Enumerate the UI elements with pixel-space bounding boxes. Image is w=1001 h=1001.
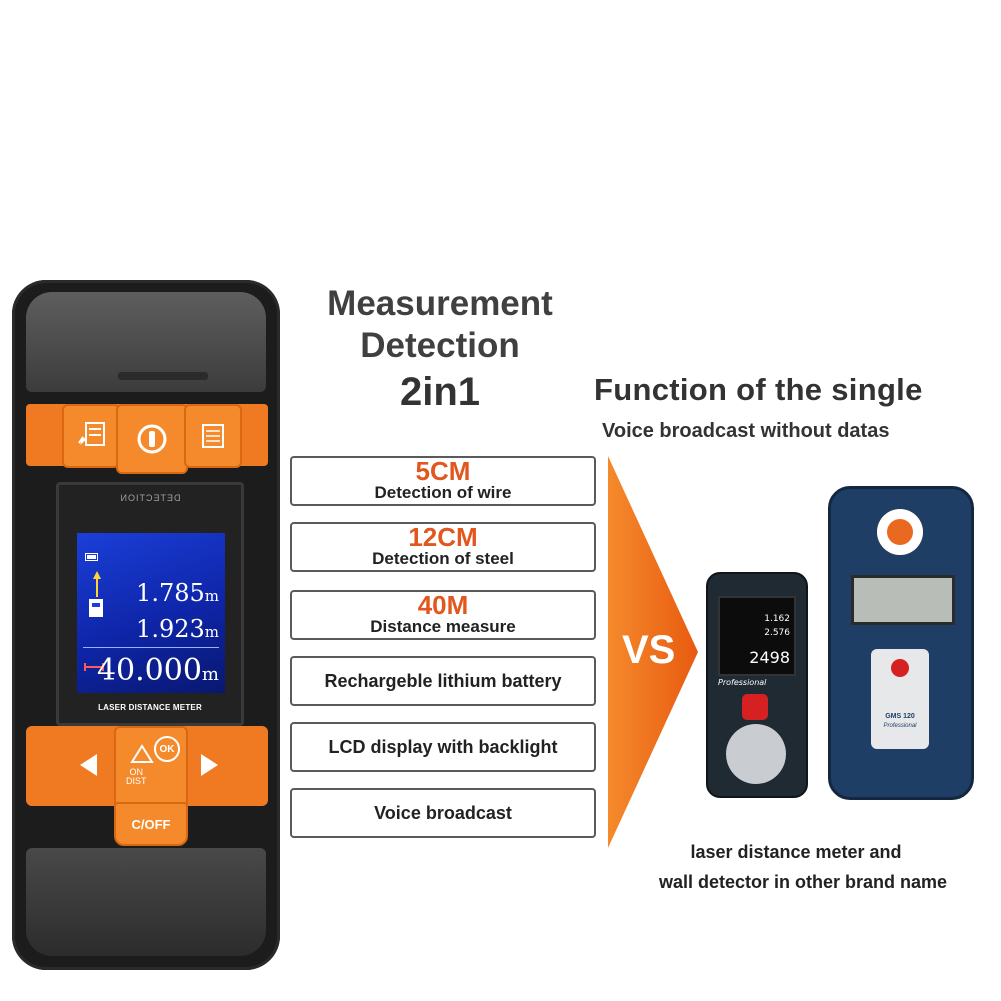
detector-button-panel: GMS 120 Professional [871, 649, 929, 749]
feature-value: 5CM [415, 456, 471, 486]
left-arrow-button[interactable] [62, 732, 114, 798]
reading-2: 1.923m [136, 615, 219, 643]
other-laser-meter-image: 1.162 2.576 2498 Professional [706, 572, 808, 798]
stud-detect-icon [202, 424, 224, 448]
feature-label: Detection of steel [372, 549, 514, 568]
feature-label: Voice broadcast [374, 802, 512, 823]
feature-steel: 12CM Detection of steel [290, 522, 596, 572]
other-reading-3: 2498 [749, 648, 790, 667]
detector-model: GMS 120 [885, 713, 915, 720]
triangle-distance-icon [130, 744, 154, 763]
lcd-caption: LASER DISTANCE METER [98, 703, 202, 712]
feature-voice: Voice broadcast [290, 788, 596, 838]
feature-label: LCD display with backlight [328, 736, 558, 757]
other-meter-measure-button [742, 694, 768, 720]
display-mirrored-label: DETECTION [119, 493, 181, 503]
headline-line-2: Detection [360, 326, 520, 365]
right-arrow-button[interactable] [184, 732, 236, 798]
c-off-button[interactable]: C/OFF [114, 802, 188, 846]
laser-target-icon [89, 571, 103, 617]
detector-brand: Professional [883, 723, 917, 729]
battery-icon [85, 553, 98, 561]
wire-detect-icon [78, 422, 105, 446]
left-arrow-icon [80, 754, 97, 776]
comparison-caption-1: laser distance meter and [690, 842, 902, 862]
detector-screen [851, 575, 955, 625]
wire-mode-button[interactable] [62, 404, 120, 468]
feature-label: Rechargeble lithium battery [324, 670, 562, 691]
comparison-subtitle: Voice broadcast without datas [602, 420, 890, 442]
vs-arrow-shape [608, 456, 698, 848]
lcd-divider [83, 647, 219, 648]
feature-wire: 5CM Detection of wire [290, 456, 596, 506]
measure-ruler-icon [84, 663, 104, 671]
device-image: DETECTION 1.785m 1.923m 40.000m [12, 280, 280, 970]
headline-line-1: Measurement [327, 284, 553, 323]
comparison-caption-2: wall detector in other brand name [658, 872, 948, 892]
power-button[interactable] [116, 404, 188, 474]
other-meter-keypad [726, 724, 786, 784]
other-reading-1: 1.162 [764, 614, 790, 624]
right-arrow-icon [201, 754, 218, 776]
power-icon [137, 424, 167, 454]
headline-line-3: 2in1 [399, 370, 481, 414]
other-laser-meter-screen: 1.162 2.576 2498 [718, 596, 796, 676]
device-lcd: 1.785m 1.923m 40.000m [77, 533, 225, 693]
comparison-title: Function of the single [594, 372, 923, 407]
feature-battery: Rechargeble lithium battery [290, 656, 596, 706]
device-bottom-plate [26, 848, 266, 956]
vs-label: VS [622, 628, 676, 672]
other-wall-detector-image: GMS 120 Professional [828, 486, 974, 800]
device-display-frame: DETECTION 1.785m 1.923m 40.000m [56, 482, 244, 726]
on-dist-label: ON DIST [126, 767, 147, 786]
feature-distance: 40M Distance measure [290, 590, 596, 640]
ok-icon: OK [154, 736, 180, 762]
feature-lcd: LCD display with backlight [290, 722, 596, 772]
device-top-slot [118, 372, 208, 380]
other-reading-2: 2.576 [764, 628, 790, 638]
other-meter-brand: Professional [718, 678, 767, 687]
feature-value: 12CM [408, 522, 478, 552]
stud-mode-button[interactable] [184, 404, 242, 468]
detector-center-ring [877, 509, 923, 555]
reading-1: 1.785m [136, 579, 219, 607]
device-top-cap [26, 292, 266, 392]
feature-label: Distance measure [370, 617, 516, 636]
feature-label: Detection of wire [374, 483, 512, 502]
detector-power-button [891, 659, 909, 677]
feature-value: 40M [417, 590, 469, 620]
reading-total: 40.000m [96, 653, 219, 688]
